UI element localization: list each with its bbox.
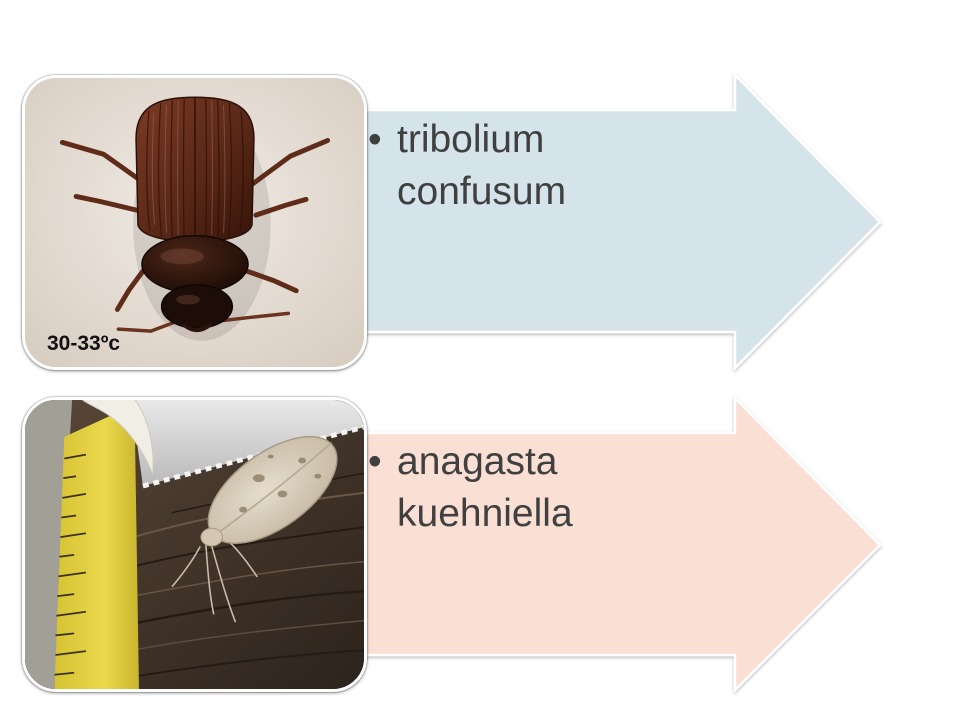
arrow-shape-bottom bbox=[298, 394, 882, 694]
ruler-ticks bbox=[54, 453, 87, 676]
beetle-mandibles bbox=[182, 323, 212, 333]
moth-photo-icon bbox=[22, 397, 367, 692]
arrow-shape-top bbox=[298, 71, 882, 372]
ruler-edge bbox=[25, 400, 73, 689]
beetle-head bbox=[160, 284, 234, 329]
beetle-thorax-highlight bbox=[160, 248, 204, 265]
beetle-legs bbox=[59, 137, 331, 312]
ruler bbox=[54, 415, 139, 689]
tray-strip bbox=[131, 400, 364, 487]
moth-wing-fold bbox=[217, 442, 333, 534]
beetle-photo-icon: 30-33ºc bbox=[22, 75, 367, 370]
row-text-bottom: • anagasta kuehniella bbox=[368, 436, 647, 540]
species-label-tribolium: tribolium confusum bbox=[397, 118, 567, 213]
moth-illustration bbox=[25, 400, 364, 689]
species-label-anagasta: anagasta kuehniella bbox=[397, 440, 573, 535]
tray-edge bbox=[142, 424, 364, 489]
moth-wing-spots bbox=[239, 454, 322, 513]
row-text-top: • tribolium confusum bbox=[368, 114, 647, 218]
beetle-illustration bbox=[25, 78, 364, 367]
beetle-elytra-ridges bbox=[146, 98, 244, 242]
moth-legs bbox=[171, 534, 258, 623]
beetle-antennae bbox=[116, 311, 291, 333]
bullet: • bbox=[368, 118, 382, 161]
temperature-caption: 30-33ºc bbox=[47, 332, 121, 355]
beetle-head-highlight bbox=[176, 294, 200, 305]
moth bbox=[171, 435, 338, 623]
paper-curl bbox=[81, 400, 154, 475]
bullet: • bbox=[368, 440, 382, 483]
beetle-elytra-highlights bbox=[151, 101, 226, 235]
moth-head bbox=[200, 527, 223, 547]
